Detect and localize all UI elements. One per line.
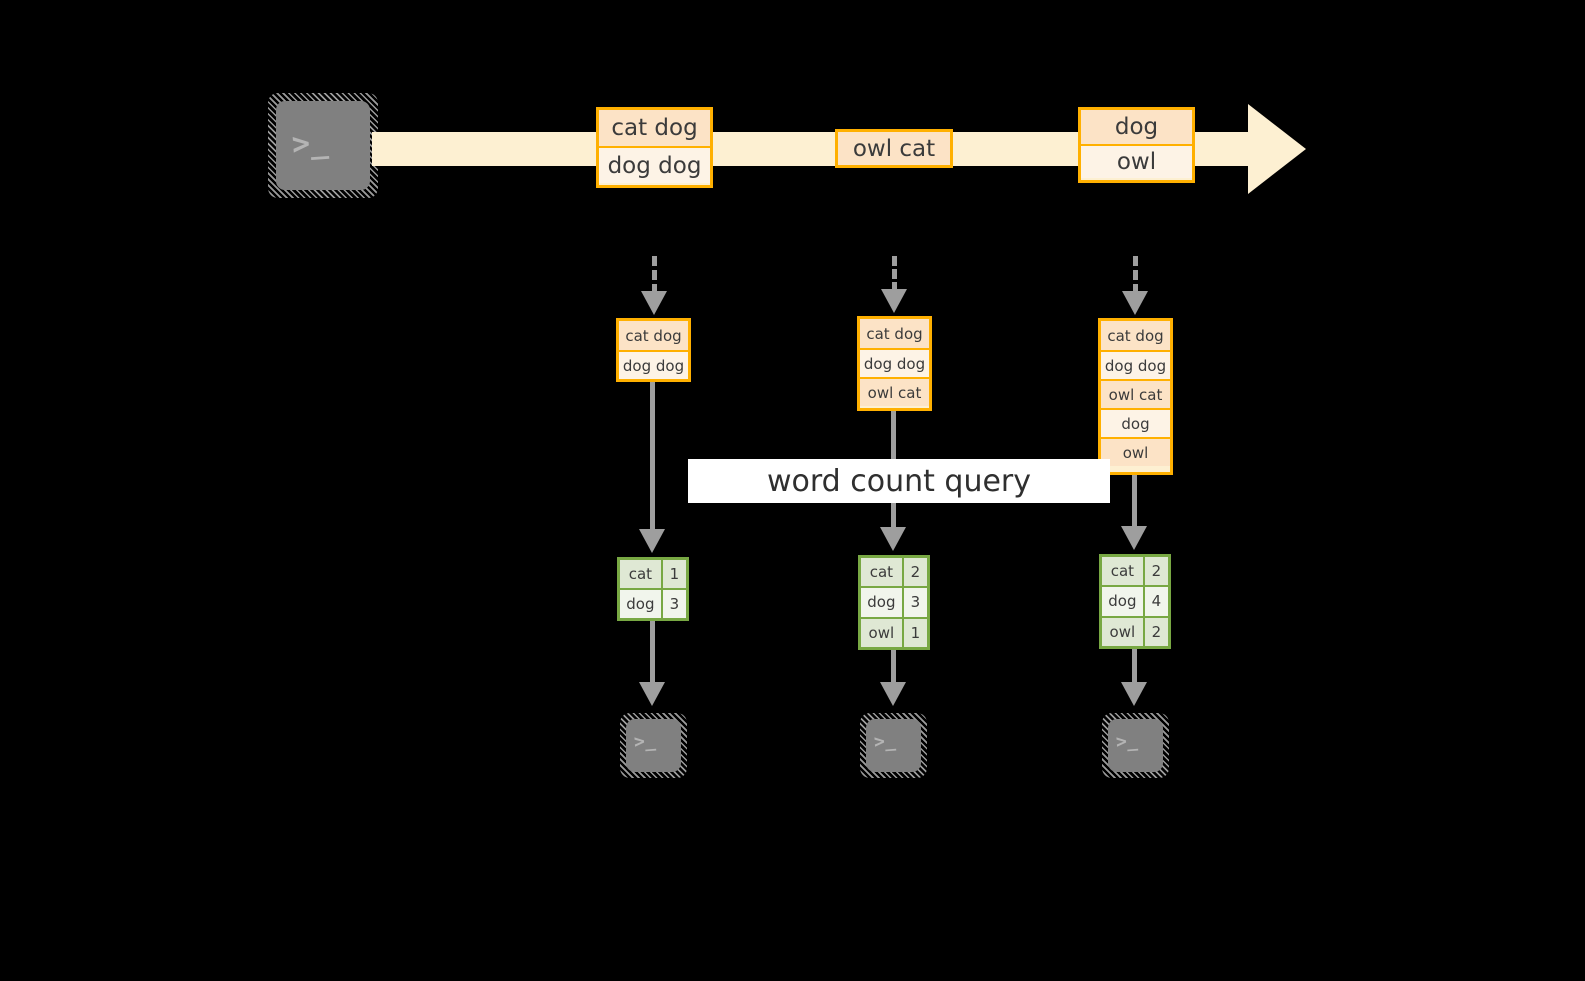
snapshot-1-tap-line: [652, 256, 657, 294]
snapshot-3-input-line-1: cat dog: [1101, 321, 1170, 350]
terminal-face: [866, 719, 921, 772]
snapshot-2-input-table: cat dog dog dog owl cat: [857, 316, 932, 411]
snapshot-3-input-line-2: dog dog: [1101, 350, 1170, 379]
snapshot-1-output-arrowhead: [639, 682, 665, 706]
snapshot-3-result-word-1: cat: [1102, 557, 1145, 586]
snapshot-2-result-word-2: dog: [861, 588, 904, 617]
terminal-face: [1108, 719, 1163, 772]
snapshot-3-input-line-5: owl: [1101, 437, 1170, 466]
terminal-prompt-glyph: >_: [290, 124, 330, 163]
snapshot-2-consumer-terminal-icon: >_: [860, 713, 927, 778]
snapshot-2-output-line: [891, 650, 896, 685]
producer-terminal-icon: >_: [268, 93, 378, 198]
snapshot-1-tap-arrowhead: [641, 291, 667, 315]
terminal-prompt-glyph: >_: [1115, 730, 1139, 753]
snapshot-1-result-word-2: dog: [620, 590, 663, 618]
snapshot-3-tap-line: [1133, 256, 1138, 294]
snapshot-2-query-arrowhead: [880, 527, 906, 551]
stream-batch-3-line-1: dog: [1081, 110, 1192, 144]
snapshot-2-tap-line: [892, 256, 897, 292]
stream-batch-2-line-1: owl cat: [838, 132, 950, 165]
table-row: cat 2: [861, 558, 927, 587]
stream-batch-1-line-2: dog dog: [599, 146, 710, 183]
snapshot-3-output-arrowhead: [1121, 682, 1147, 706]
snapshot-3-result-count-3: 2: [1144, 617, 1168, 646]
snapshot-1-input-table: cat dog dog dog: [616, 318, 691, 382]
snapshot-2-result-count-1: 2: [903, 558, 927, 587]
snapshot-3-result-table: cat 2 dog 4 owl 2: [1099, 554, 1171, 649]
snapshot-3-input-line-3: owl cat: [1101, 379, 1170, 408]
word-count-query-label: word count query: [688, 459, 1110, 503]
stream-batch-1: cat dog dog dog: [596, 107, 713, 188]
snapshot-3-result-word-2: dog: [1102, 587, 1145, 616]
snapshot-2-result-word-3: owl: [861, 618, 904, 647]
table-row: dog 3: [620, 588, 686, 618]
snapshot-2-result-table: cat 2 dog 3 owl 1: [858, 555, 930, 650]
snapshot-3-input-table: cat dog dog dog owl cat dog owl: [1098, 318, 1173, 475]
table-row: dog 3: [861, 586, 927, 617]
stream-batch-3: dog owl: [1078, 107, 1195, 183]
stream-batch-3-line-2: owl: [1081, 144, 1192, 178]
table-row: dog 4: [1102, 585, 1168, 616]
word-count-query-label-text: word count query: [766, 463, 1032, 499]
snapshot-1-input-line-2: dog dog: [619, 350, 688, 379]
snapshot-2-input-line-1: cat dog: [860, 319, 929, 348]
snapshot-1-result-count-1: 1: [662, 560, 686, 588]
table-row: cat 2: [1102, 557, 1168, 586]
terminal-face: [626, 719, 681, 772]
snapshot-3-result-word-3: owl: [1102, 617, 1145, 646]
snapshot-3-query-line: [1132, 475, 1137, 530]
snapshot-2-result-count-3: 1: [903, 618, 927, 647]
table-row: owl 1: [861, 616, 927, 647]
snapshot-3-result-count-1: 2: [1144, 557, 1168, 586]
snapshot-2-result-count-2: 3: [903, 588, 927, 617]
snapshot-1-result-count-2: 3: [662, 590, 686, 618]
terminal-prompt-glyph: >_: [873, 730, 897, 753]
snapshot-2-input-line-3: owl cat: [860, 377, 929, 406]
snapshot-3-query-arrowhead: [1121, 526, 1147, 550]
stream-batch-1-line-1: cat dog: [599, 110, 710, 146]
snapshot-1-consumer-terminal-icon: >_: [620, 713, 687, 778]
snapshot-1-output-line: [650, 621, 655, 685]
snapshot-1-input-line-1: cat dog: [619, 321, 688, 350]
snapshot-3-output-line: [1132, 649, 1137, 685]
snapshot-2-result-word-1: cat: [861, 558, 904, 587]
snapshot-1-result-table: cat 1 dog 3: [617, 557, 689, 621]
snapshot-2-tap-arrowhead: [881, 289, 907, 313]
snapshot-1-result-word-1: cat: [620, 560, 663, 588]
snapshot-3-result-count-2: 4: [1144, 587, 1168, 616]
terminal-face: [276, 101, 370, 190]
terminal-prompt-glyph: >_: [633, 730, 657, 753]
snapshot-2-input-line-2: dog dog: [860, 348, 929, 377]
snapshot-2-output-arrowhead: [880, 682, 906, 706]
table-row: cat 1: [620, 560, 686, 588]
table-row: owl 2: [1102, 615, 1168, 646]
stream-batch-2: owl cat: [835, 129, 953, 168]
snapshot-1-query-arrowhead: [639, 529, 665, 553]
snapshot-1-query-line: [650, 382, 655, 533]
snapshot-3-tap-arrowhead: [1122, 291, 1148, 315]
right-arrow-icon: [1248, 104, 1306, 194]
snapshot-3-consumer-terminal-icon: >_: [1102, 713, 1169, 778]
snapshot-3-input-line-4: dog: [1101, 408, 1170, 437]
